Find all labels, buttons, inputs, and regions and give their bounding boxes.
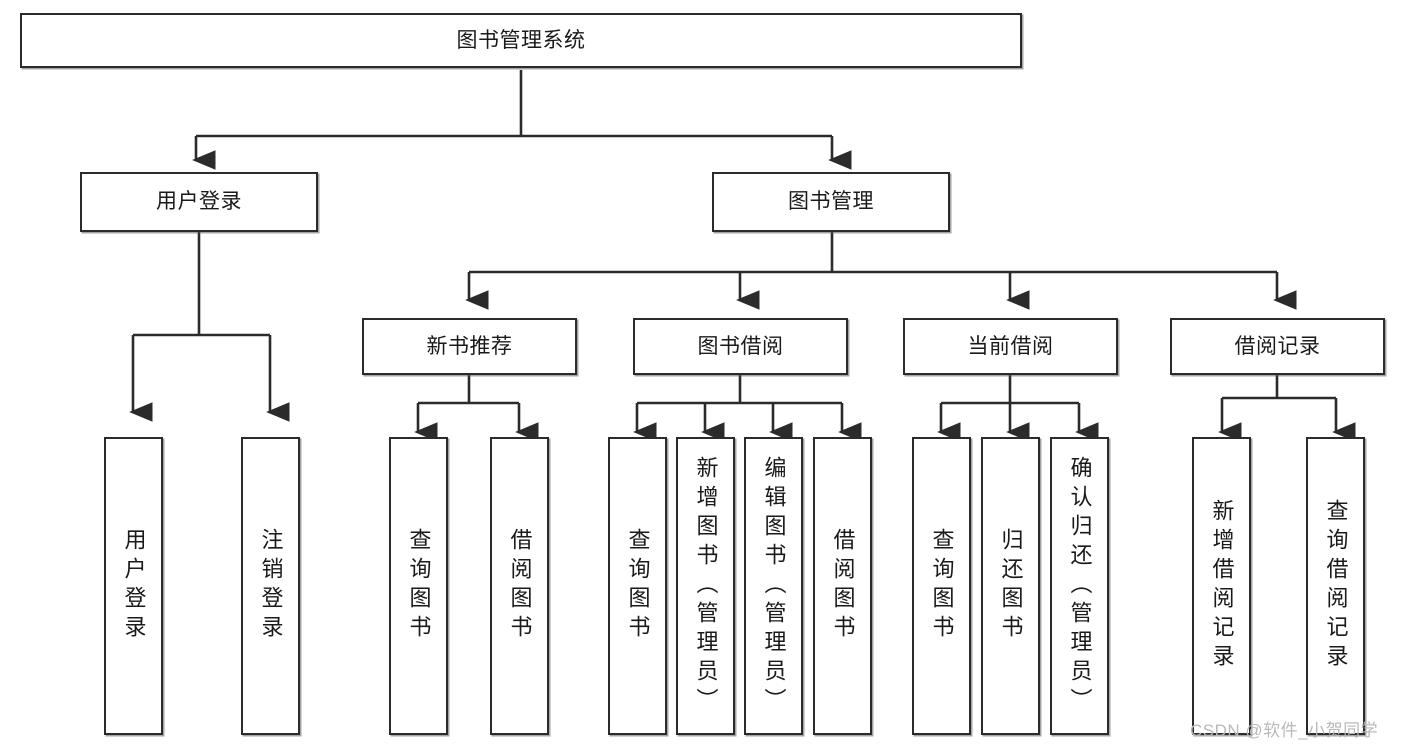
leaf-cb-query-book[interactable]: 查询图书 (912, 437, 971, 735)
node-user-login[interactable]: 用户登录 (80, 172, 318, 232)
leaf-cb-return-book-label: 归还图书 (998, 528, 1024, 644)
leaf-bb-borrow-book[interactable]: 借阅图书 (813, 437, 872, 735)
node-borrow-record-label: 借阅记录 (1234, 334, 1321, 358)
leaf-bb-add-book-admin-label: 新增图书（管理员） (693, 455, 719, 717)
leaf-br-add-record[interactable]: 新增借阅记录 (1192, 437, 1251, 735)
node-book-management-label: 图书管理 (788, 190, 874, 214)
leaf-cb-confirm-return-admin-label: 确认归还（管理员） (1067, 455, 1093, 717)
node-book-borrow[interactable]: 图书借阅 (633, 318, 848, 375)
leaf-user-login[interactable]: 用户登录 (104, 437, 163, 735)
leaf-br-query-record[interactable]: 查询借阅记录 (1306, 437, 1365, 735)
leaf-bb-borrow-book-label: 借阅图书 (830, 528, 856, 644)
leaf-cb-return-book[interactable]: 归还图书 (981, 437, 1040, 735)
node-root-label: 图书管理系统 (456, 28, 586, 52)
node-book-borrow-label: 图书借阅 (697, 334, 784, 358)
leaf-bb-edit-book-admin-label: 编辑图书（管理员） (761, 455, 787, 717)
leaf-bb-query-book[interactable]: 查询图书 (608, 437, 667, 735)
node-book-management[interactable]: 图书管理 (712, 172, 950, 232)
leaf-logout[interactable]: 注销登录 (241, 437, 300, 735)
node-current-borrow-label: 当前借阅 (967, 334, 1054, 358)
leaf-nbr-borrow-book[interactable]: 借阅图书 (490, 437, 549, 735)
node-root[interactable]: 图书管理系统 (20, 13, 1022, 68)
leaf-cb-query-book-label: 查询图书 (929, 528, 955, 644)
csdn-watermark: CSDN @软件_小贺同学 (1190, 721, 1379, 740)
leaf-nbr-borrow-book-label: 借阅图书 (507, 528, 533, 644)
leaf-user-login-label: 用户登录 (121, 528, 147, 644)
leaf-logout-label: 注销登录 (258, 528, 284, 644)
node-new-book-recommend-label: 新书推荐 (426, 334, 513, 358)
leaf-nbr-query-book[interactable]: 查询图书 (389, 437, 448, 735)
leaf-cb-confirm-return-admin[interactable]: 确认归还（管理员） (1050, 437, 1109, 735)
node-current-borrow[interactable]: 当前借阅 (903, 318, 1118, 375)
leaf-bb-add-book-admin[interactable]: 新增图书（管理员） (676, 437, 735, 735)
node-borrow-record[interactable]: 借阅记录 (1170, 318, 1385, 375)
leaf-bb-query-book-label: 查询图书 (625, 528, 651, 644)
leaf-br-add-record-label: 新增借阅记录 (1209, 499, 1235, 673)
node-new-book-recommend[interactable]: 新书推荐 (362, 318, 577, 375)
leaf-bb-edit-book-admin[interactable]: 编辑图书（管理员） (744, 437, 803, 735)
leaf-br-query-record-label: 查询借阅记录 (1323, 499, 1349, 673)
leaf-nbr-query-book-label: 查询图书 (406, 528, 432, 644)
node-user-login-label: 用户登录 (156, 190, 242, 214)
